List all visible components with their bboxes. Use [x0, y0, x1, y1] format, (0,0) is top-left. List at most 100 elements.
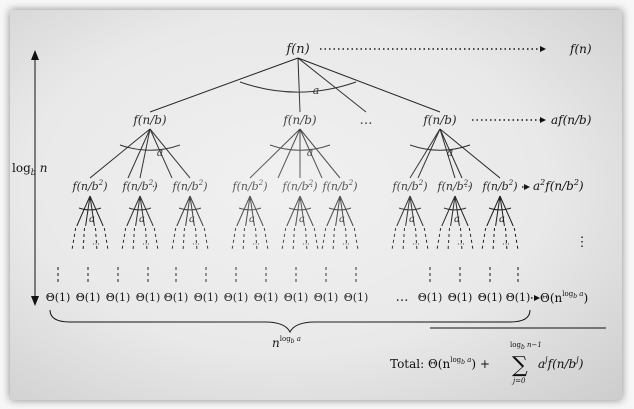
level-2-cost: a2f(n/b2): [533, 178, 584, 193]
edge-continuation: [447, 227, 450, 252]
edge-continuation: [242, 227, 245, 252]
edge-continuation: [436, 227, 442, 252]
edge-continuation: [203, 227, 209, 252]
leaf-node: Θ(1): [506, 291, 531, 304]
edge-level-2-child: [176, 195, 191, 227]
edge-root-ellipsis: [297, 57, 367, 113]
edge-continuation: [263, 227, 269, 252]
sum-term: ajf(n/bj): [538, 355, 584, 371]
branch-label-level-2: a: [339, 214, 345, 225]
edge-continuation: [313, 227, 319, 252]
branch-label-level-2: a: [89, 214, 95, 225]
cost-arrow-level-1-head: [540, 117, 546, 123]
branch-label-level-1: a: [157, 146, 164, 159]
leaf-node: Θ(1): [224, 291, 249, 304]
branch-label-level-2: a: [299, 214, 305, 225]
subtree-ellipsis: ···: [142, 240, 150, 249]
total-label: Total: Θ(nlogb a) +: [390, 356, 490, 371]
leaf-node: Θ(1): [194, 291, 219, 304]
branch-arc-level-2: [238, 207, 262, 211]
leaf-node: Θ(1): [46, 291, 71, 304]
edge-level-2-child: [409, 195, 424, 227]
subtree-ellipsis: ···: [302, 240, 310, 249]
edge-level-2-child: [299, 195, 314, 227]
edge-level-2-child: [326, 195, 341, 227]
leaf-ellipsis: …: [396, 290, 409, 305]
edge-root-child: [297, 57, 441, 113]
level-2-node: f(n/b2): [482, 179, 518, 193]
edge-level-2-child: [126, 195, 141, 227]
level-1-node: f(n/b): [422, 113, 457, 127]
branch-arc-level-1: [119, 144, 181, 151]
leaf-ticks: [57, 227, 519, 285]
edge-level-2-child: [339, 195, 345, 227]
branch-arc-level-2: [328, 207, 352, 211]
edge-continuation: [345, 227, 348, 252]
cost-arrow-level-0-head: [540, 46, 546, 52]
level-2-nodes: f(n/b2)f(n/b2)f(n/b2)··f(n/b2)f(n/b2)f(n…: [72, 179, 518, 193]
level-2-node: f(n/b2): [232, 179, 268, 193]
edge-continuation: [353, 227, 359, 252]
branch-label-root: a: [313, 84, 320, 97]
edge-level-2-child: [135, 195, 141, 227]
leaf-node: Θ(1): [448, 291, 473, 304]
branch-arc-level-1: [409, 144, 471, 151]
edge-level-2-child: [139, 195, 145, 227]
edge-continuation: [71, 227, 77, 252]
edge-continuation: [460, 227, 463, 252]
edge-level-2-child: [249, 195, 255, 227]
edge-continuation: [481, 227, 487, 252]
root-node: f(n): [285, 42, 309, 57]
edge-level-2-child: [85, 195, 91, 227]
edge-level-1-inner: [417, 128, 441, 179]
subtree-ellipsis: ···: [192, 240, 200, 249]
edge-level-1-child: [409, 128, 441, 179]
edge-continuation: [468, 227, 474, 252]
level-2-node: f(n/b2): [392, 179, 428, 193]
edge-root-child: [149, 57, 299, 113]
edge-continuation: [153, 227, 159, 252]
edge-level-2-child: [454, 195, 460, 227]
level-2-node: f(n/b2): [172, 179, 208, 193]
edge-continuation: [391, 227, 397, 252]
leaf-node: Θ(1): [106, 291, 131, 304]
edge-continuation: [121, 227, 127, 252]
edge-continuation: [145, 227, 148, 252]
edge-level-2-child: [396, 195, 411, 227]
edge-level-2-child: [486, 195, 501, 227]
subtree-ellipsis: ···: [502, 240, 510, 249]
edge-level-2-child: [450, 195, 456, 227]
edge-level-2-child: [76, 195, 91, 227]
branch-arc-level-2: [178, 207, 202, 211]
edge-level-2-child: [499, 195, 505, 227]
edge-level-1-inner: [127, 128, 151, 179]
edge-level-2-child: [295, 195, 301, 227]
edge-level-1-inner: [149, 128, 173, 179]
edge-level-1-child: [139, 128, 151, 179]
branch-label-level-1: a: [447, 146, 454, 159]
level-2-node: f(n/b2): [322, 179, 358, 193]
edge-continuation: [492, 227, 495, 252]
edge-level-1-child: [89, 128, 151, 179]
edge-level-1-child: [439, 128, 456, 179]
leaf-node: Θ(1): [478, 291, 503, 304]
leaves-cost: Θ(nlogb a): [540, 290, 588, 305]
recursion-tree-diagram: logb n f(n) f(n/b)f(n/b)f(n/b) f(n/b2)f(…: [12, 42, 606, 385]
level-2-separator: ··: [464, 182, 470, 193]
level-1-node: f(n/b): [282, 113, 317, 127]
edge-continuation: [332, 227, 335, 252]
level-0-cost: f(n): [569, 42, 592, 56]
edge-level-2-child: [189, 195, 195, 227]
vertical-ellipsis: ⋮: [576, 235, 589, 250]
sum-upper-limit: logb n−1: [510, 341, 542, 351]
branch-arc-level-2: [488, 207, 512, 211]
edge-level-2-child: [89, 195, 104, 227]
branch-label-level-1: a: [307, 146, 314, 159]
edge-level-2-child: [245, 195, 251, 227]
branch-label-level-2: a: [189, 214, 195, 225]
leaf-node: Θ(1): [76, 291, 101, 304]
edge-level-2-child: [409, 195, 415, 227]
level-2-separator: ··: [152, 182, 158, 193]
leaf-node: Θ(1): [284, 291, 309, 304]
edge-continuation: [505, 227, 508, 252]
